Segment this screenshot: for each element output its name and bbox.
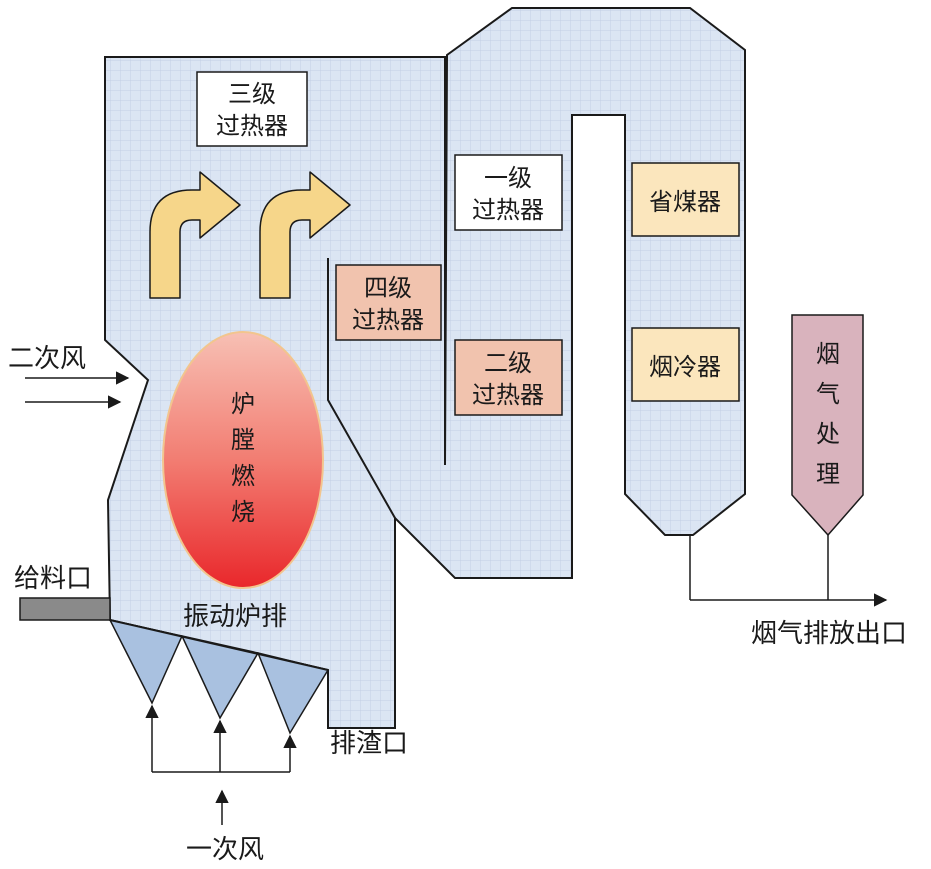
superheater-2-box bbox=[454, 339, 563, 416]
slag-outlet-label: 排渣口 bbox=[330, 729, 408, 759]
flue-cooler-box bbox=[631, 327, 740, 402]
superheater-1-line1: 一级 bbox=[484, 164, 532, 192]
flue-cooler-label: 烟冷器 bbox=[649, 353, 721, 381]
superheater-4-box bbox=[335, 264, 442, 341]
furnace-label-1: 炉 bbox=[231, 390, 255, 418]
superheater-1-line2: 过热器 bbox=[472, 196, 544, 224]
grate-line bbox=[109, 619, 329, 671]
flue-treatment-line4: 理 bbox=[816, 460, 840, 488]
economizer-label: 省煤器 bbox=[649, 188, 721, 216]
flow-arrow-2 bbox=[259, 171, 351, 299]
superheater-3-line2: 过热器 bbox=[216, 112, 288, 140]
furnace-flame bbox=[162, 331, 324, 589]
flue-treatment-line2: 气 bbox=[816, 380, 840, 408]
feed-port-bar bbox=[19, 597, 111, 621]
flue-treatment-line1: 烟 bbox=[816, 340, 840, 368]
economizer-box bbox=[631, 162, 740, 237]
secondary-air-label: 二次风 bbox=[8, 344, 86, 374]
baffle-wall bbox=[327, 258, 396, 519]
superheater-4-line1: 四级 bbox=[364, 274, 412, 302]
superheater-3-line1: 三级 bbox=[228, 80, 276, 108]
primary-air-piping bbox=[145, 704, 297, 825]
superheater-2-line1: 二级 bbox=[484, 349, 532, 377]
primary-air-label: 一次风 bbox=[186, 835, 264, 865]
flue-outlet-label: 烟气排放出口 bbox=[751, 619, 907, 649]
furnace-label-2: 膛 bbox=[231, 426, 255, 454]
grate-label: 振动炉排 bbox=[183, 602, 287, 632]
feed-port-label: 给料口 bbox=[14, 564, 92, 594]
flue-treatment-line3: 处 bbox=[816, 420, 840, 448]
furnace-label-4: 烧 bbox=[231, 498, 255, 526]
flue-treatment-box bbox=[791, 314, 864, 537]
superheater-1-box bbox=[454, 154, 563, 231]
superheater-2-line2: 过热器 bbox=[472, 381, 544, 409]
superheater-3-box bbox=[196, 71, 308, 147]
flow-arrow-1 bbox=[149, 171, 241, 299]
superheater-4-line2: 过热器 bbox=[352, 306, 424, 334]
furnace-label-3: 燃 bbox=[231, 462, 255, 490]
